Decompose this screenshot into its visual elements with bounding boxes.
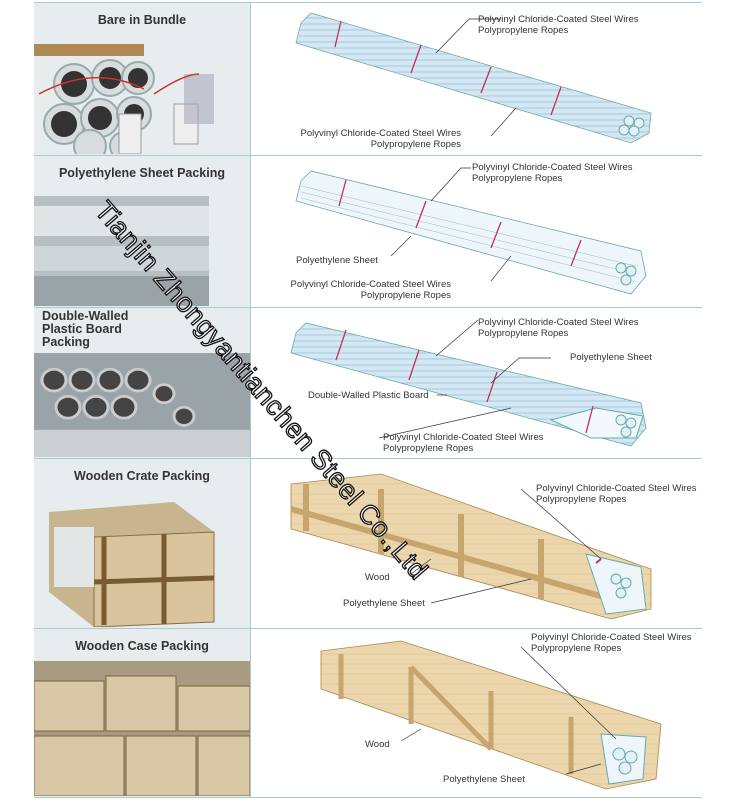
polyethylene-diagram: Polyvinyl Chloride-Coated Steel Wires Po… [251, 156, 702, 308]
bundle-diagram: Polyvinyl Chloride-Coated Steel Wires Po… [251, 3, 702, 156]
label-pvc-wires-bottom: Polyvinyl Chloride-Coated Steel Wires Po… [383, 432, 544, 454]
row-title: Double-Walled Plastic Board Packing [42, 309, 129, 349]
label-pvc-wires-top: Polyvinyl Chloride-Coated Steel Wires Po… [478, 14, 639, 36]
polyethylene-photo [34, 196, 250, 306]
label-polyethylene-sheet: Polyethylene Sheet [443, 774, 525, 785]
label-text: Polyvinyl Chloride-Coated Steel Wires Po… [383, 432, 544, 454]
label-text: Polyvinyl Chloride-Coated Steel Wires Po… [531, 632, 692, 654]
bundle-drawing [295, 12, 652, 144]
label-polyethylene-sheet: Polyethylene Sheet [296, 255, 378, 266]
bottom-border [34, 797, 702, 798]
row-polyethylene-sheet: Polyethylene Sheet Packing Polyvinyl Chl… [34, 155, 702, 308]
wooden-crate-photo [49, 502, 215, 627]
label-plastic-board: Double-Walled Plastic Board [308, 390, 429, 401]
label-polyethylene-sheet: Polyethylene Sheet [570, 352, 652, 363]
plastic-board-photo [34, 353, 250, 457]
label-text: Polyvinyl Chloride-Coated Steel Wires Po… [536, 483, 697, 505]
label-text: Polyvinyl Chloride-Coated Steel Wires Po… [478, 317, 639, 339]
photo-cell: Wooden Crate Packing [34, 459, 251, 629]
wooden-case-diagram: Polyvinyl Chloride-Coated Steel Wires Po… [251, 629, 702, 798]
plastic-board-diagram: Polyvinyl Chloride-Coated Steel Wires Po… [251, 308, 702, 459]
label-pvc-wires: Polyvinyl Chloride-Coated Steel Wires Po… [531, 632, 692, 654]
bundle-photo [34, 44, 214, 154]
row-title: Polyethylene Sheet Packing [58, 166, 226, 180]
label-polyethylene-sheet: Polyethylene Sheet [343, 598, 425, 609]
label-wood: Wood [365, 739, 390, 750]
label-pvc-wires-top: Polyvinyl Chloride-Coated Steel Wires Po… [472, 162, 633, 184]
wooden-case-photo [34, 661, 250, 796]
photo-cell: Polyethylene Sheet Packing [34, 156, 251, 308]
photo-cell: Wooden Case Packing [34, 629, 251, 798]
row-wooden-crate: Wooden Crate Packing Polyvinyl Chloride-… [34, 458, 702, 629]
wooden-crate-diagram: Polyvinyl Chloride-Coated Steel Wires Po… [251, 459, 702, 629]
label-wood: Wood [365, 572, 390, 583]
photo-cell: Bare in Bundle [34, 3, 251, 156]
row-title: Wooden Crate Packing [74, 469, 210, 483]
label-pvc-wires-bottom: Polyvinyl Chloride-Coated Steel Wires Po… [291, 128, 461, 150]
label-pvc-wires: Polyvinyl Chloride-Coated Steel Wires Po… [536, 483, 697, 505]
photo-cell: Double-Walled Plastic Board Packing [34, 308, 251, 459]
row-title: Wooden Case Packing [75, 639, 209, 653]
label-text: Polyvinyl Chloride-Coated Steel Wires Po… [290, 279, 451, 301]
label-text: Polyvinyl Chloride-Coated Steel Wires Po… [478, 14, 639, 36]
row-title: Bare in Bundle [97, 13, 187, 27]
row-double-walled-board: Double-Walled Plastic Board Packing Poly… [34, 307, 702, 459]
label-text: Polyvinyl Chloride-Coated Steel Wires Po… [300, 128, 461, 150]
label-text: Polyvinyl Chloride-Coated Steel Wires Po… [472, 162, 633, 184]
row-wooden-case: Wooden Case Packing Polyvinyl Chloride-C… [34, 628, 702, 798]
label-pvc-wires-bottom: Polyvinyl Chloride-Coated Steel Wires Po… [281, 279, 451, 301]
row-bare-in-bundle: Bare in Bundle Polyvinyl Chloride-Coated… [34, 2, 702, 156]
label-pvc-wires-top: Polyvinyl Chloride-Coated Steel Wires Po… [478, 317, 639, 339]
